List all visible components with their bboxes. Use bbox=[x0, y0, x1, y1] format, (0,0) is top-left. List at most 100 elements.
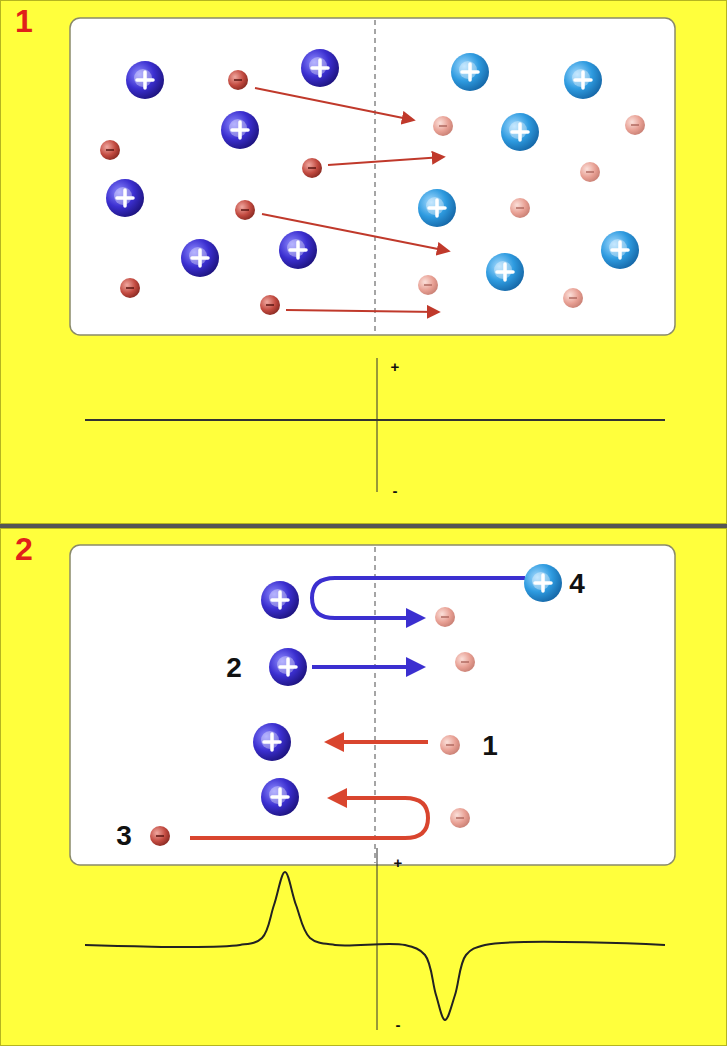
callout-number: 1 bbox=[482, 732, 498, 760]
junction-line bbox=[374, 547, 376, 863]
electron bbox=[563, 288, 583, 308]
electron bbox=[433, 116, 453, 136]
electron-ball bbox=[120, 278, 140, 298]
ion-ball bbox=[269, 648, 307, 686]
electron bbox=[455, 652, 475, 672]
electron-ball bbox=[235, 200, 255, 220]
electron bbox=[100, 140, 120, 160]
electron bbox=[150, 826, 170, 846]
electron bbox=[625, 115, 645, 135]
electron bbox=[440, 735, 460, 755]
positive-ion bbox=[221, 111, 259, 149]
electron bbox=[228, 70, 248, 90]
ion-ball bbox=[451, 53, 489, 91]
positive-ion bbox=[253, 723, 291, 761]
axis-sign: - bbox=[396, 1017, 401, 1032]
electron-ball bbox=[228, 70, 248, 90]
positive-ion bbox=[181, 239, 219, 277]
minus-symbol bbox=[569, 297, 577, 299]
electron-ball bbox=[625, 115, 645, 135]
ion-ball bbox=[279, 231, 317, 269]
ion-highlight bbox=[261, 731, 279, 749]
callout-number: 2 bbox=[226, 654, 242, 682]
crystal-box bbox=[70, 18, 675, 335]
panel-ground bbox=[0, 0, 727, 524]
crystal-box bbox=[70, 545, 675, 865]
ion-ball bbox=[181, 239, 219, 277]
diffusion-arrow bbox=[312, 665, 418, 669]
positive-ion bbox=[601, 231, 639, 269]
plus-symbol bbox=[575, 72, 591, 88]
electron bbox=[302, 158, 322, 178]
ion-highlight bbox=[287, 239, 305, 257]
ion-ball bbox=[253, 723, 291, 761]
ion-ball bbox=[261, 778, 299, 816]
ion-highlight bbox=[509, 121, 527, 139]
electron bbox=[435, 607, 455, 627]
plus-symbol bbox=[280, 659, 296, 675]
ion-ball bbox=[601, 231, 639, 269]
electron-ball bbox=[440, 735, 460, 755]
ion-highlight bbox=[494, 261, 512, 279]
plus-symbol bbox=[429, 200, 445, 216]
electron-ball bbox=[418, 275, 438, 295]
drift-arrow bbox=[286, 310, 438, 312]
electron-ball bbox=[580, 162, 600, 182]
panel: 1 bbox=[0, 0, 727, 524]
diffusion-arrow bbox=[190, 798, 428, 838]
panel: 2 bbox=[0, 528, 727, 1046]
ion-ball bbox=[106, 179, 144, 217]
axis-sign: - bbox=[393, 483, 398, 498]
drift-arrow bbox=[328, 157, 443, 165]
ion-highlight bbox=[134, 69, 152, 87]
positive-ion bbox=[261, 778, 299, 816]
plus-symbol bbox=[312, 60, 328, 76]
electron-ball bbox=[302, 158, 322, 178]
ion-highlight bbox=[269, 786, 287, 804]
ion-highlight bbox=[459, 61, 477, 79]
axis-sign: + bbox=[394, 855, 403, 870]
panel-number: 1 bbox=[15, 5, 33, 37]
ion-ball bbox=[301, 49, 339, 87]
electron-ball bbox=[150, 826, 170, 846]
positive-ion bbox=[486, 253, 524, 291]
ion-ball bbox=[501, 113, 539, 151]
positive-ion bbox=[301, 49, 339, 87]
positive-ion bbox=[126, 61, 164, 99]
minus-symbol bbox=[461, 661, 469, 663]
minus-symbol bbox=[516, 207, 524, 209]
electron bbox=[235, 200, 255, 220]
ion-ball bbox=[564, 61, 602, 99]
electron bbox=[450, 808, 470, 828]
ion-highlight bbox=[532, 572, 550, 590]
ion-ball bbox=[524, 564, 562, 602]
positive-ion bbox=[451, 53, 489, 91]
electron bbox=[418, 275, 438, 295]
electron-ball bbox=[563, 288, 583, 308]
ion-ball bbox=[221, 111, 259, 149]
plus-symbol bbox=[612, 242, 628, 258]
charge-curve bbox=[85, 872, 665, 1020]
panel-ground bbox=[0, 528, 727, 1046]
electron-ball bbox=[260, 295, 280, 315]
positive-ion bbox=[279, 231, 317, 269]
plus-symbol bbox=[137, 72, 153, 88]
ion-highlight bbox=[269, 589, 287, 607]
positive-ion bbox=[261, 581, 299, 619]
positive-ion bbox=[564, 61, 602, 99]
panel-number: 2 bbox=[15, 533, 33, 565]
plus-symbol bbox=[497, 264, 513, 280]
minus-symbol bbox=[446, 744, 454, 746]
electron bbox=[580, 162, 600, 182]
electron-ball bbox=[450, 808, 470, 828]
plus-symbol bbox=[290, 242, 306, 258]
diffusion-arrow bbox=[312, 578, 525, 618]
minus-symbol bbox=[156, 835, 164, 837]
electron bbox=[510, 198, 530, 218]
electron bbox=[120, 278, 140, 298]
positive-ion bbox=[106, 179, 144, 217]
ion-highlight bbox=[114, 187, 132, 205]
ion-highlight bbox=[277, 656, 295, 674]
minus-symbol bbox=[126, 287, 134, 289]
minus-symbol bbox=[586, 171, 594, 173]
